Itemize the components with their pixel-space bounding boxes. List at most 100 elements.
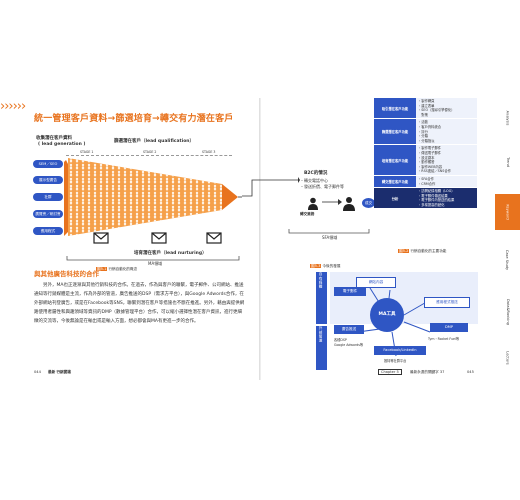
b2c-item-2: ・發送折價、電子郵件等 [300, 184, 344, 189]
table-row: 篩選潛在客戶功能 ・活動・客戶資料統合・評分・分類・分類指派 [374, 118, 477, 146]
right-page-number: 045 [467, 370, 474, 374]
table-row: 轉交潛在客戶功能 ・SFA合作・CRM合作 [374, 175, 477, 189]
row-key-attract: 吸引潛在客戶功能 [374, 98, 416, 120]
list-item: ・分類 [418, 134, 428, 139]
list-item: ・製作網頁 [418, 99, 435, 103]
source-expo: 廣覽會／研討會 [33, 210, 63, 218]
section-title: 與其他廣告科技的合作 [34, 270, 99, 278]
email-box: 電子郵件 [334, 287, 366, 296]
list-item: ・評分 [418, 129, 428, 134]
figure-5-2-tag: 圖5-2 [398, 249, 410, 253]
list-item: ・設定劇本 [418, 155, 435, 160]
list-item: ・RSS連結／SNS合作 [418, 169, 451, 174]
section-body: 另外，MA也正逐漸與其他行銷科技的合作。在過去，作為與客戶的聯繫，電子郵件、公司… [34, 281, 246, 326]
side-tab-data-ranking[interactable]: Data&Ranking [505, 299, 510, 325]
stage-3-bar [186, 155, 232, 162]
b2c-arrow [242, 177, 300, 197]
figure-5-1-text: 行銷自動化的概念 [108, 267, 138, 271]
row-key-qualify: 篩選潛在客戶功能 [374, 118, 416, 146]
figure-5-3-tag: 圖5-3 [310, 264, 322, 268]
sfa-bracket [288, 229, 370, 234]
dmp-sub: Tym・Rocket Fuel等 [428, 337, 460, 341]
figure-5-3-text: 今後的發展 [322, 264, 341, 268]
stage-2-bar [126, 155, 184, 162]
ad-delivery-box: 廣告推送 [334, 325, 364, 334]
list-item: ・製作WEB內容 [418, 164, 443, 169]
handoff-arrow [322, 199, 342, 205]
stage-1-label: STAGE 1 [80, 150, 94, 154]
left-page-number: 044 [34, 370, 41, 374]
list-item: ・活動 [418, 120, 428, 125]
list-item: ・分類指派 [418, 138, 435, 143]
diagram-title: 統一管理客戶資料→篩選培育→轉交有力潛在客戶 [34, 114, 234, 124]
row-key-analysis: 分析 [374, 187, 416, 210]
web-content-box: 網站內容 [356, 277, 396, 288]
ma-tool-hub: MA工具 [370, 298, 404, 332]
close-badge: 成交 [362, 198, 375, 208]
side-tab-keyword[interactable]: Keyword [495, 194, 520, 230]
funnel-graphic [64, 158, 242, 236]
b2c-title: B2C的情況 [304, 171, 328, 176]
side-tab-trend[interactable]: Trend [505, 157, 510, 167]
row-key-handoff: 轉交潛在客戶功能 [374, 175, 416, 189]
list-item: ・製作電子郵件 [418, 146, 442, 151]
stage-3-label: STAGE 3 [202, 150, 216, 154]
list-item: ・建立表單 [418, 103, 435, 108]
table-row: 分析 ・訪問紀錄相關（LOG）・電子郵件傳送結果・電子郵件內發送的結果・多樣提高… [374, 187, 477, 210]
list-item: ・多樣提高的變化 [418, 202, 445, 207]
source-app: 應用程式 [33, 227, 63, 235]
side-tab-analysis[interactable]: Analysis [505, 110, 510, 126]
ma-domain-label: MA領域 [148, 261, 163, 266]
lead-generation-en: ( lead generation ) [38, 142, 86, 147]
row-key-nurture: 培育潛在客戶功能 [374, 144, 416, 176]
list-item: ・訪問紀錄相關（LOG） [418, 189, 455, 194]
right-running-title: 最新永遠的關鍵字 37 [410, 370, 445, 374]
list-item: ・CRM合作 [418, 181, 436, 186]
ad-delivery-sub: 各種DSP Google Adwords等 [334, 338, 364, 347]
stage-1-bar [66, 155, 124, 162]
list-item: ・傳送電子郵件 [418, 150, 442, 155]
table-row: 吸引潛在客戶功能 ・製作網頁・建立表單・SEO（搜尋引擎優化） 對策 [374, 98, 477, 120]
mail-icon-3 [206, 232, 222, 244]
dmp-box: DMP [430, 323, 468, 332]
list-item: ・SEO（搜尋引擎優化） [418, 108, 455, 113]
customer-icon [343, 197, 355, 211]
chapter-badge: Chapter 5 [378, 369, 402, 375]
funnel-tip [222, 184, 238, 210]
left-running-title: 最新 行銷實踐 [48, 370, 71, 374]
sfa-domain-label: SFA領域 [322, 235, 338, 240]
list-item: ・電子郵件傳送結果 [418, 193, 448, 198]
source-display-ads: 展示型廣告 [33, 176, 63, 184]
side-tab-case-study[interactable]: Case Study [505, 249, 510, 271]
list-item: ・動作觸發 [418, 160, 435, 165]
figure-5-1-tag: 圖5-1 [96, 267, 108, 271]
external-channel-tab: 外部管道 [316, 326, 327, 370]
lead-generation-label: 收集潛在客戶資料 [36, 136, 72, 141]
list-item: ・客戶資料統合 [418, 124, 442, 129]
source-social: 社群 [33, 193, 63, 201]
stage-2-label: STAGE 2 [143, 150, 157, 154]
ma-bracket [66, 256, 240, 261]
lead-nurturing-label: 培育潛在客戶（lead nurturing） [134, 251, 207, 256]
social-box: Facebook/LinkedIn [374, 346, 426, 355]
figure-5-2-text: 行銷自動化的主要功能 [410, 249, 447, 253]
b2c-item-1: ・轉交電話中心 [300, 178, 328, 183]
social-sub: 推特等社群平台 [384, 359, 407, 363]
owned-media-tab: 自有媒體 [316, 272, 327, 324]
book-spine [259, 98, 261, 380]
mail-icon-1 [93, 232, 109, 244]
section-paragraph: 另外，MA也正逐漸與其他行銷科技的合作。在過去，作為與客戶的聯繫，電子郵件、公司… [34, 283, 245, 325]
table-row: 培育潛在客戶功能 ・製作電子郵件・傳送電子郵件・設定劇本・動作觸發・製作WEB內… [374, 144, 477, 176]
sales-label: 轉交業務 [300, 212, 315, 216]
app-push-box: 應用程式推送 [424, 297, 470, 308]
ma-functions-table: 吸引潛在客戶功能 ・製作網頁・建立表單・SEO（搜尋引擎優化） 對策 篩選潛在客… [374, 98, 477, 210]
source-sem-seo: SEM／SEO [33, 160, 63, 168]
side-tab-lecture[interactable]: Lecture [505, 351, 510, 365]
sales-person-icon [308, 197, 318, 210]
lead-qualification-label: 篩選潛在客戶（lead qualification） [114, 139, 194, 144]
arrow-decoration: ›››››› [0, 99, 26, 114]
list-item: ・SFA合作 [418, 176, 434, 181]
